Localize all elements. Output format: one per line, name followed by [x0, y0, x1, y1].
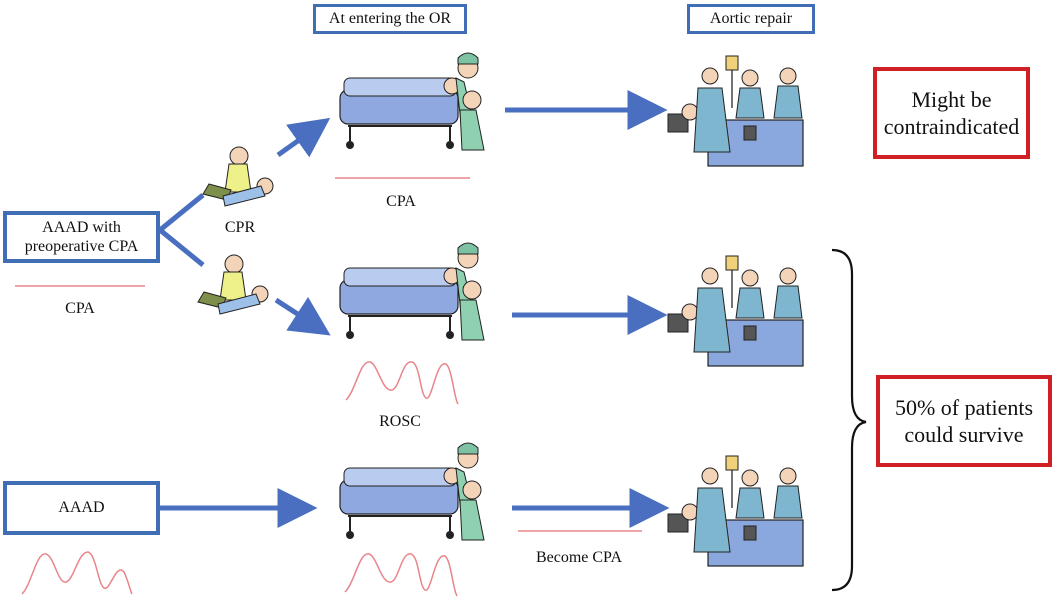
outcome-contraindicated-text: Might be contraindicated — [883, 86, 1020, 140]
start-box-aaad-cpa-text: AAAD with preoperative CPA — [24, 218, 139, 255]
arrow-cpr-to-or-upper — [276, 117, 331, 158]
label-cpr: CPR — [224, 219, 256, 236]
stretcher-transport-icon — [339, 52, 485, 151]
start-box-aaad: AAAD — [3, 481, 160, 535]
start-box-aaad-text: AAAD — [58, 499, 105, 517]
arrow-cpr-to-or-middle — [274, 296, 331, 336]
pulse-waveform-rosc — [345, 361, 459, 405]
pulse-waveform-aaad — [21, 551, 133, 595]
label-rosc: ROSC — [379, 413, 421, 430]
branch-line-upper — [158, 193, 205, 232]
label-become-cpa: Become CPA — [535, 549, 623, 566]
start-box-aaad-cpa: AAAD with preoperative CPA — [3, 211, 160, 263]
surgical-team-icon — [667, 255, 804, 367]
label-cpa-left: CPA — [65, 300, 95, 317]
header-aortic-repair: Aortic repair — [687, 4, 815, 34]
outcome-contraindicated: Might be contraindicated — [873, 67, 1030, 159]
header-or-entry: At entering the OR — [313, 4, 467, 34]
rescuer-cpr-icon — [197, 254, 269, 315]
rescuer-cpr-icon — [202, 146, 274, 207]
outcome-survive-text: 50% of patients could survive — [894, 394, 1034, 448]
outcome-survive: 50% of patients could survive — [876, 375, 1052, 467]
branch-line-lower — [158, 228, 205, 267]
stretcher-transport-icon — [339, 442, 485, 541]
grouping-brace — [831, 248, 867, 592]
label-cpa-middle: CPA — [386, 193, 416, 210]
header-aortic-repair-text: Aortic repair — [709, 10, 793, 28]
surgical-team-icon — [667, 55, 804, 167]
surgical-team-icon — [667, 455, 804, 567]
pulse-waveform-or-bottom — [344, 553, 458, 597]
stretcher-transport-icon — [339, 242, 485, 341]
header-or-entry-text: At entering the OR — [328, 10, 452, 28]
